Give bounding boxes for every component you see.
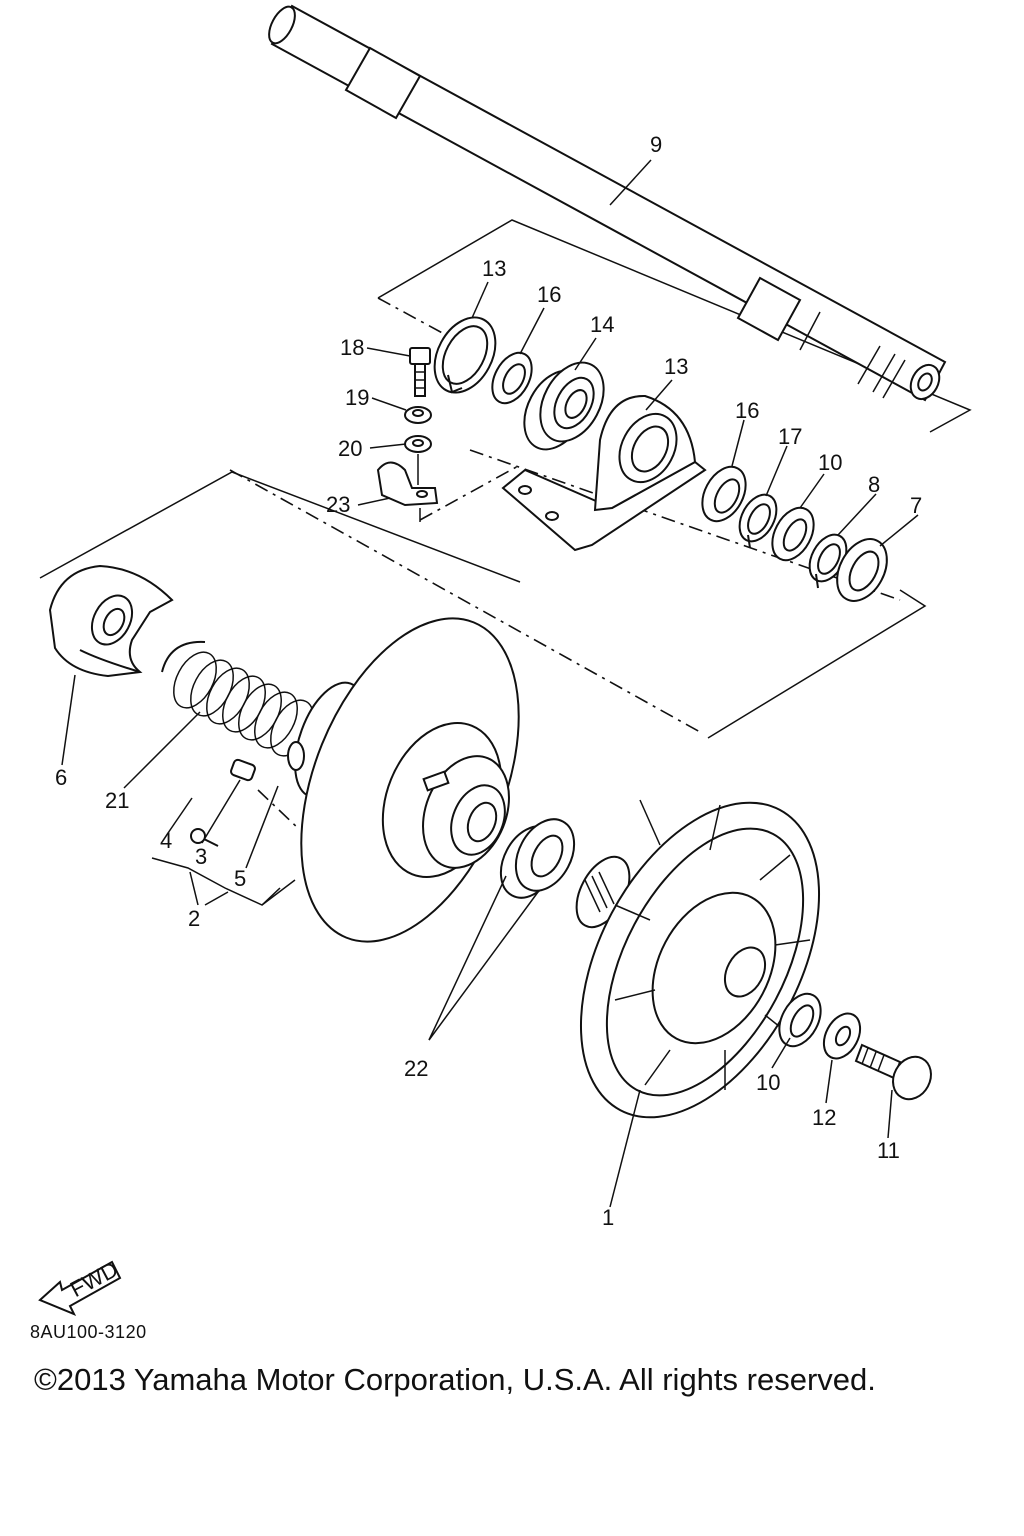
callout-4: 4 xyxy=(160,828,172,853)
movable-sheave xyxy=(294,617,520,943)
fixed-sheave xyxy=(575,799,821,1119)
callout-6: 6 xyxy=(55,765,67,790)
lock-washer xyxy=(404,406,432,424)
forward-marker-label: FWD xyxy=(66,1256,122,1302)
hex-bolt xyxy=(854,1043,932,1101)
callout-21: 21 xyxy=(105,788,129,813)
slider xyxy=(230,758,256,782)
callout-5: 5 xyxy=(234,866,246,891)
washer-lower xyxy=(822,1012,862,1060)
copyright-notice: ©2013 Yamaha Motor Corporation, U.S.A. A… xyxy=(34,1362,876,1397)
callout-10-lower: 10 xyxy=(756,1070,780,1095)
bearing-housing xyxy=(501,394,707,552)
washer-outer xyxy=(836,538,888,602)
leader-lines xyxy=(61,159,919,1208)
callout-2: 2 xyxy=(188,906,200,931)
oil-seal-upper xyxy=(491,351,533,405)
callout-labels: 9 13 16 14 13 18 19 20 23 16 17 10 8 7 6… xyxy=(55,132,922,1230)
circlip-small xyxy=(738,493,778,549)
callout-22: 22 xyxy=(404,1056,428,1081)
circlip xyxy=(433,316,497,394)
callout-8: 8 xyxy=(868,472,880,497)
shim-lower xyxy=(778,992,822,1048)
callout-15: 13 xyxy=(482,256,506,281)
callout-9: 9 xyxy=(650,132,662,157)
plain-washer xyxy=(404,435,432,453)
circlip-outer xyxy=(808,533,848,589)
bearing xyxy=(523,361,605,451)
callout-16-lower: 16 xyxy=(735,398,759,423)
forward-arrow-icon: FWD xyxy=(38,1256,122,1316)
bolt xyxy=(409,347,431,397)
callout-13: 13 xyxy=(664,354,688,379)
callout-3: 3 xyxy=(195,844,207,869)
callout-7: 7 xyxy=(910,493,922,518)
callout-17: 17 xyxy=(778,424,802,449)
screw-small xyxy=(190,828,219,847)
callout-18: 18 xyxy=(340,335,364,360)
drive-shaft xyxy=(268,4,947,402)
shim-upper xyxy=(771,506,815,562)
diagram-code: 8AU100-3120 xyxy=(30,1322,147,1342)
callout-20: 20 xyxy=(338,436,362,461)
callout-10-upper: 10 xyxy=(818,450,842,475)
collar xyxy=(257,741,305,831)
callout-16-upper: 16 xyxy=(537,282,561,307)
torque-cam xyxy=(48,564,174,678)
clamp xyxy=(376,454,439,507)
callout-19: 19 xyxy=(345,385,369,410)
callout-23: 23 xyxy=(326,492,350,517)
callout-12: 12 xyxy=(812,1105,836,1130)
callout-11: 11 xyxy=(877,1138,900,1163)
callout-14: 14 xyxy=(590,312,614,337)
callout-1: 1 xyxy=(602,1205,614,1230)
oil-seal-lower xyxy=(701,465,747,523)
bushing xyxy=(499,818,576,899)
